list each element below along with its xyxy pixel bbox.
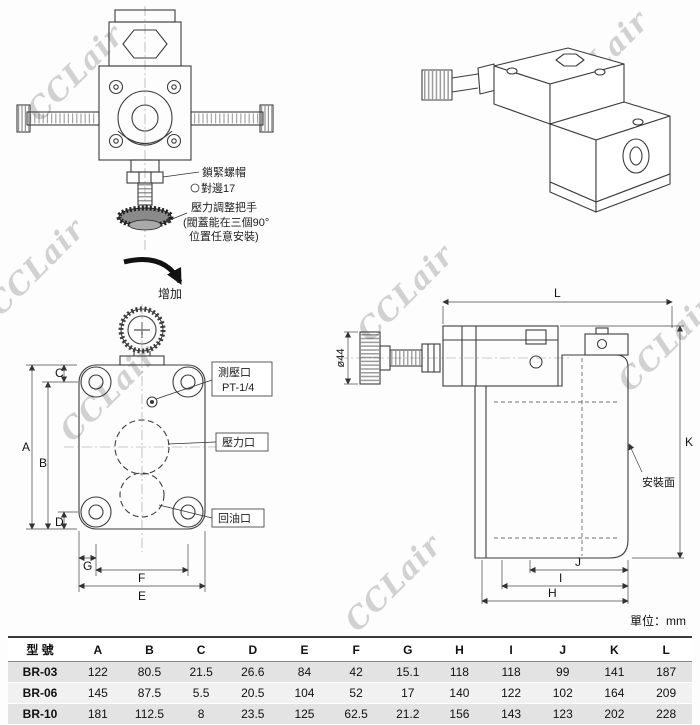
table-row-br06: BR-06 145 87.5 5.5 20.5 104 52 17 140 12…	[8, 682, 692, 704]
handle-note-2: 位置任意安裝)	[189, 229, 259, 243]
col-header-F: F	[330, 636, 382, 662]
col-header-L: L	[640, 636, 692, 662]
dim-label-H: H	[548, 586, 557, 600]
dim-label-D: D	[55, 515, 64, 529]
centerlines	[64, 304, 220, 552]
cell: 15.1	[381, 661, 434, 683]
cell: 164	[588, 682, 641, 704]
col-header-I: I	[485, 636, 537, 662]
model-cell: BR-10	[8, 703, 72, 725]
col-header-model: 型 號	[8, 636, 72, 662]
port-label-boxes	[155, 361, 273, 528]
dim-label-B: B	[39, 456, 47, 470]
table-row-br03: BR-03 122 80.5 21.5 26.6 84 42 15.1 118 …	[8, 661, 692, 683]
cell: 23.5	[226, 703, 279, 725]
col-header-A: A	[72, 636, 124, 662]
cell: 5.5	[175, 682, 227, 704]
front-view-drawing: 鎖緊螺帽 對邊17 壓力調整把手 (閥蓋能在三個90° 位置任意安裝)	[16, 6, 274, 252]
handle-note-1: (閥蓋能在三個90°	[183, 215, 269, 229]
pressure-port-label: 壓力口	[222, 436, 255, 449]
cell: 104	[278, 682, 331, 704]
gauge-port-size-label: PT-1/4	[222, 382, 254, 394]
unit-label: 單位：mm	[630, 614, 686, 628]
dim-label-I: I	[559, 571, 562, 585]
cell: 8	[175, 703, 227, 725]
cell: 112.5	[123, 703, 176, 725]
cell: 87.5	[123, 682, 176, 704]
dimension-lines-front	[26, 364, 206, 592]
dimension-front-drawing: 增加 測壓口 PT-1/4 壓力口	[22, 257, 273, 603]
col-header-J: J	[536, 636, 589, 662]
cell: 202	[588, 703, 641, 725]
front-view-leaders	[162, 171, 200, 223]
dimension-side-drawing: L K J I H ø44 安裝面	[335, 286, 693, 605]
dim-label-E: E	[138, 589, 146, 603]
col-header-K: K	[588, 636, 641, 662]
valve-side-outline	[338, 325, 629, 559]
table-row-br10: BR-10 181 112.5 8 23.5 125 62.5 21.2 156…	[8, 703, 692, 725]
cell: 122	[485, 682, 537, 704]
dimension-lines-side	[344, 298, 684, 605]
cell: 102	[536, 682, 589, 704]
cell: 118	[433, 661, 486, 683]
iso-valve	[421, 47, 671, 213]
handle-label: 壓力調整把手	[191, 200, 257, 214]
model-cell: BR-06	[8, 682, 72, 704]
return-port-label: 回油口	[218, 511, 251, 525]
dim-label-K: K	[685, 435, 693, 449]
dim-label-G: G	[83, 559, 92, 573]
lock-nut-label: 鎖緊螺帽	[202, 165, 246, 179]
col-header-G: G	[381, 636, 434, 662]
diameter-label: ø44	[335, 349, 347, 368]
cell: 156	[433, 703, 486, 725]
cell: 21.5	[175, 661, 227, 683]
mount-face-label: 安裝面	[642, 475, 675, 489]
table-header-row: 型 號 A B C D E F G H I J K L	[8, 636, 692, 662]
cell: 181	[72, 703, 124, 725]
col-header-D: D	[226, 636, 279, 662]
isometric-view-drawing	[421, 47, 671, 213]
cell: 26.6	[226, 661, 279, 683]
cell: 145	[72, 682, 124, 704]
dim-label-L: L	[554, 286, 561, 300]
col-header-C: C	[175, 636, 227, 662]
model-cell: BR-03	[8, 661, 72, 683]
increase-arrow	[123, 257, 183, 285]
cell: 228	[640, 703, 692, 725]
cell: 187	[640, 661, 692, 683]
cell: 125	[278, 703, 331, 725]
cell: 140	[433, 682, 486, 704]
cell: 42	[330, 661, 382, 683]
dim-label-J: J	[575, 555, 581, 569]
cell: 80.5	[123, 661, 176, 683]
cell: 122	[72, 661, 124, 683]
dim-label-F: F	[138, 571, 145, 585]
cell: 143	[485, 703, 537, 725]
cell: 20.5	[226, 682, 279, 704]
cell: 141	[588, 661, 641, 683]
valve-front-outline	[16, 6, 274, 252]
increase-label: 增加	[158, 287, 182, 301]
gauge-port-label: 測壓口	[218, 365, 251, 379]
cell: 118	[485, 661, 537, 683]
cell: 21.2	[381, 703, 434, 725]
wrench-size-label: 對邊17	[201, 181, 235, 195]
dim-label-C: C	[55, 366, 64, 380]
dim-label-A: A	[22, 440, 30, 454]
cell: 123	[536, 703, 589, 725]
col-header-B: B	[123, 636, 176, 662]
col-header-E: E	[278, 636, 331, 662]
col-header-H: H	[433, 636, 486, 662]
cell: 62.5	[330, 703, 382, 725]
cell: 17	[381, 682, 434, 704]
cell: 209	[640, 682, 692, 704]
cell: 99	[536, 661, 589, 683]
cell: 84	[278, 661, 331, 683]
cell: 52	[330, 682, 382, 704]
